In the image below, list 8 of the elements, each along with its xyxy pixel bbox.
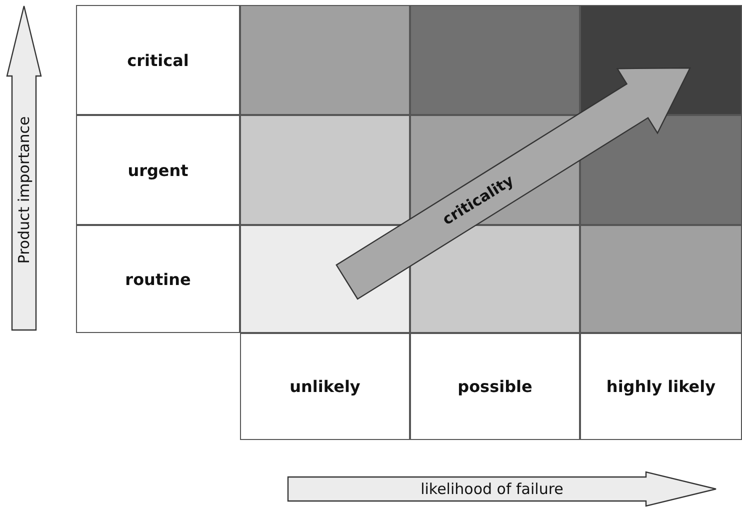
row-header: routine: [76, 225, 240, 333]
column-header: highly likely: [580, 333, 742, 440]
column-header: possible: [410, 333, 580, 440]
column-header: unlikely: [240, 333, 410, 440]
row-header: critical: [76, 5, 240, 115]
axis-label: Product importance: [15, 116, 33, 264]
axis-label: likelihood of failure: [420, 480, 564, 498]
row-header: urgent: [76, 115, 240, 225]
